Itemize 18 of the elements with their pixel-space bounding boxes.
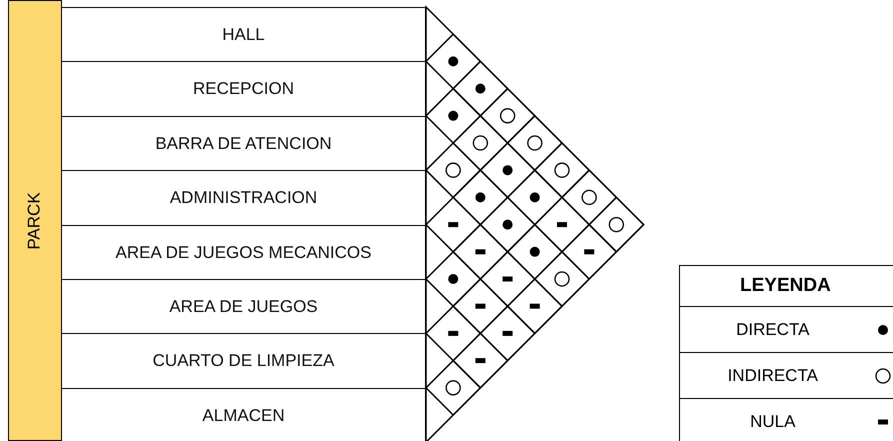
room-name: HALL <box>222 24 265 45</box>
legend-title: LEYENDA <box>679 265 893 308</box>
room-name: BARRA DE ATENCION <box>155 134 332 154</box>
room-name: ALMACEN <box>202 406 285 426</box>
room-name: AREA DE JUEGOS <box>169 296 318 317</box>
band-title: PARCK <box>25 192 45 250</box>
room-row <box>62 61 426 118</box>
room-name: RECEPCION <box>192 79 294 100</box>
room-row <box>62 7 426 63</box>
room-row <box>62 170 426 226</box>
category-band <box>8 0 62 441</box>
legend-label: NULA <box>679 398 866 441</box>
room-name: ADMINISTRACION <box>170 188 318 208</box>
room-name: CUARTO DE LIMPIEZA <box>152 351 334 372</box>
legend-label: INDIRECTA <box>679 352 866 400</box>
room-name: AREA DE JUEGOS MECANICOS <box>116 242 372 263</box>
legend-label: DIRECTA <box>679 306 866 354</box>
room-row <box>62 333 426 390</box>
